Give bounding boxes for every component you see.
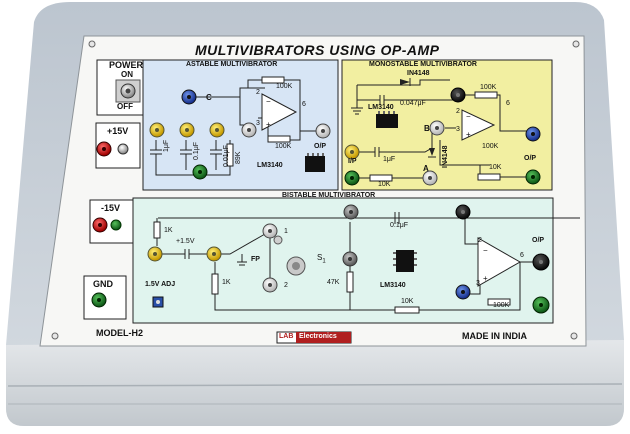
bistable-pin6-label: 6 <box>520 252 524 259</box>
bistable-cap-left-terminal[interactable] <box>344 205 358 219</box>
bistable-adj-pot[interactable] <box>153 297 163 307</box>
bistable-ground-terminal[interactable] <box>533 297 549 313</box>
bistable-s1-label: S1 <box>317 253 326 265</box>
bistable-fp-label: FP <box>251 256 260 263</box>
astable-cap3-label: 0.01μF <box>223 145 230 167</box>
astable-r1-label: 100K <box>276 83 293 90</box>
bistable-r3-terminal[interactable] <box>343 252 357 266</box>
svg-text:+: + <box>266 120 271 129</box>
svg-text:−: − <box>266 97 271 106</box>
monostable-output-terminal[interactable] <box>526 127 540 141</box>
bistable-adj-label: 1.5V ADJ <box>145 281 176 288</box>
power-label: POWER <box>109 60 144 70</box>
plus15-label: +15V <box>107 126 129 136</box>
astable-title: ASTABLE MULTIVIBRATOR <box>186 61 278 68</box>
gnd-label: GND <box>93 279 113 289</box>
astable-cap3-terminal[interactable] <box>210 123 224 137</box>
monostable-r1-label: 100K <box>480 84 497 91</box>
monostable-diode1-label: IN4148 <box>407 70 430 77</box>
monostable-input-label: I/P <box>348 158 357 165</box>
monostable-r2-label: 100K <box>482 143 499 150</box>
svg-text:−: − <box>483 246 488 255</box>
astable-cap2-label: 0.1μF <box>193 141 200 160</box>
astable-ground-terminal[interactable] <box>193 165 207 179</box>
astable-pin3-label: 3 <box>256 120 260 127</box>
bistable-pin3-label: 3 <box>476 280 480 287</box>
bistable-cap-label: 0.1μF <box>390 222 409 229</box>
astable-inverting-terminal[interactable] <box>242 123 256 137</box>
bistable-pos1-terminal[interactable] <box>263 224 277 238</box>
monostable-r3-label: 10K <box>378 181 391 188</box>
astable-pin6-label: 6 <box>302 101 306 108</box>
bistable-r3-label: 47K <box>327 279 340 286</box>
bistable-pos2-terminal[interactable] <box>263 278 277 292</box>
power-off-label: OFF <box>117 102 133 111</box>
astable-cap1-terminal[interactable] <box>150 123 164 137</box>
monostable-output-label: O/P <box>524 155 537 162</box>
gnd-socket[interactable] <box>92 293 106 307</box>
monostable-diode2-label: IN4148 <box>442 145 449 168</box>
bistable-v15-terminal[interactable] <box>148 247 162 261</box>
astable-c-label: C <box>206 93 212 102</box>
svg-text:−: − <box>466 112 471 121</box>
power-switch[interactable] <box>116 80 140 102</box>
monostable-a-terminal[interactable] <box>423 171 437 185</box>
astable-output-terminal[interactable] <box>316 124 330 138</box>
minus15-socket[interactable] <box>93 218 107 232</box>
bistable-r2-terminal[interactable] <box>207 247 221 261</box>
model-label: MODEL-H2 <box>96 328 143 338</box>
monostable-input-terminal[interactable] <box>345 145 359 159</box>
monostable-b-terminal[interactable] <box>430 121 444 135</box>
panel-title: MULTIVIBRATORS USING OP-AMP <box>195 42 440 58</box>
bistable-r5-label: 100K <box>493 302 510 309</box>
monostable-cap2-label: 1μF <box>383 156 396 163</box>
bistable-r1-label: 1K <box>164 227 173 234</box>
astable-ic-label: LM3140 <box>257 162 283 169</box>
made-in-label: MADE IN INDIA <box>462 331 527 341</box>
astable-output-label: O/P <box>314 143 327 150</box>
monostable-cap-terminal[interactable] <box>451 88 465 102</box>
bistable-cap-right-terminal[interactable] <box>456 205 470 219</box>
bistable-noninv-terminal[interactable] <box>456 285 470 299</box>
bistable-r4-label: 10K <box>401 298 414 305</box>
bistable-pos1-label: 1 <box>284 228 288 235</box>
monostable-ground-terminal[interactable] <box>345 171 359 185</box>
svg-text:+: + <box>466 130 471 139</box>
terminals <box>147 87 550 314</box>
monostable-output-ground-terminal[interactable] <box>526 170 540 184</box>
bistable-v15-label: +1.5V <box>176 238 195 245</box>
monostable-pin6-label: 6 <box>506 100 510 107</box>
astable-pin2-label: 2 <box>256 89 260 96</box>
astable-cap2-terminal[interactable] <box>180 123 194 137</box>
monostable-r4-label: 10K <box>489 164 502 171</box>
monostable-pin3-label: 3 <box>456 126 460 133</box>
astable-r3-label: 89K <box>235 151 242 164</box>
monostable-b-label: B <box>424 124 430 133</box>
plus15-socket[interactable] <box>97 142 111 156</box>
bistable-pos2-label: 2 <box>284 282 288 289</box>
svg-text:+: + <box>483 274 488 283</box>
monostable-a-label: A <box>423 164 429 173</box>
bistable-output-terminal[interactable] <box>533 254 549 270</box>
bistable-pin2-label: 2 <box>478 237 482 244</box>
monostable-cap1-label: 0.047μF <box>400 100 426 107</box>
bistable-title: BISTABLE MULTIVIBRATOR <box>282 192 376 199</box>
monostable-pin2-label: 2 <box>456 108 460 115</box>
bistable-switch-s1[interactable] <box>286 256 306 276</box>
minus15-label: -15V <box>101 203 121 213</box>
brand-prefix: LAB <box>279 333 294 340</box>
bistable-output-label: O/P <box>532 237 545 244</box>
astable-r2-label: 100K <box>275 143 292 150</box>
brand-name: Electronics <box>299 333 337 340</box>
astable-c-terminal[interactable] <box>182 90 196 104</box>
power-on-label: ON <box>121 70 133 79</box>
bistable-s1-sub: 1 <box>322 258 326 265</box>
bistable-ic-label: LM3140 <box>380 282 406 289</box>
bistable-s1-text: S <box>317 253 323 262</box>
astable-cap1-label: 1μF <box>163 139 170 152</box>
monostable-ic-label: LM3140 <box>368 104 394 111</box>
bistable-r2-label: 1K <box>222 279 231 286</box>
monostable-title: MONOSTABLE MULTIVIBRATOR <box>369 61 477 68</box>
